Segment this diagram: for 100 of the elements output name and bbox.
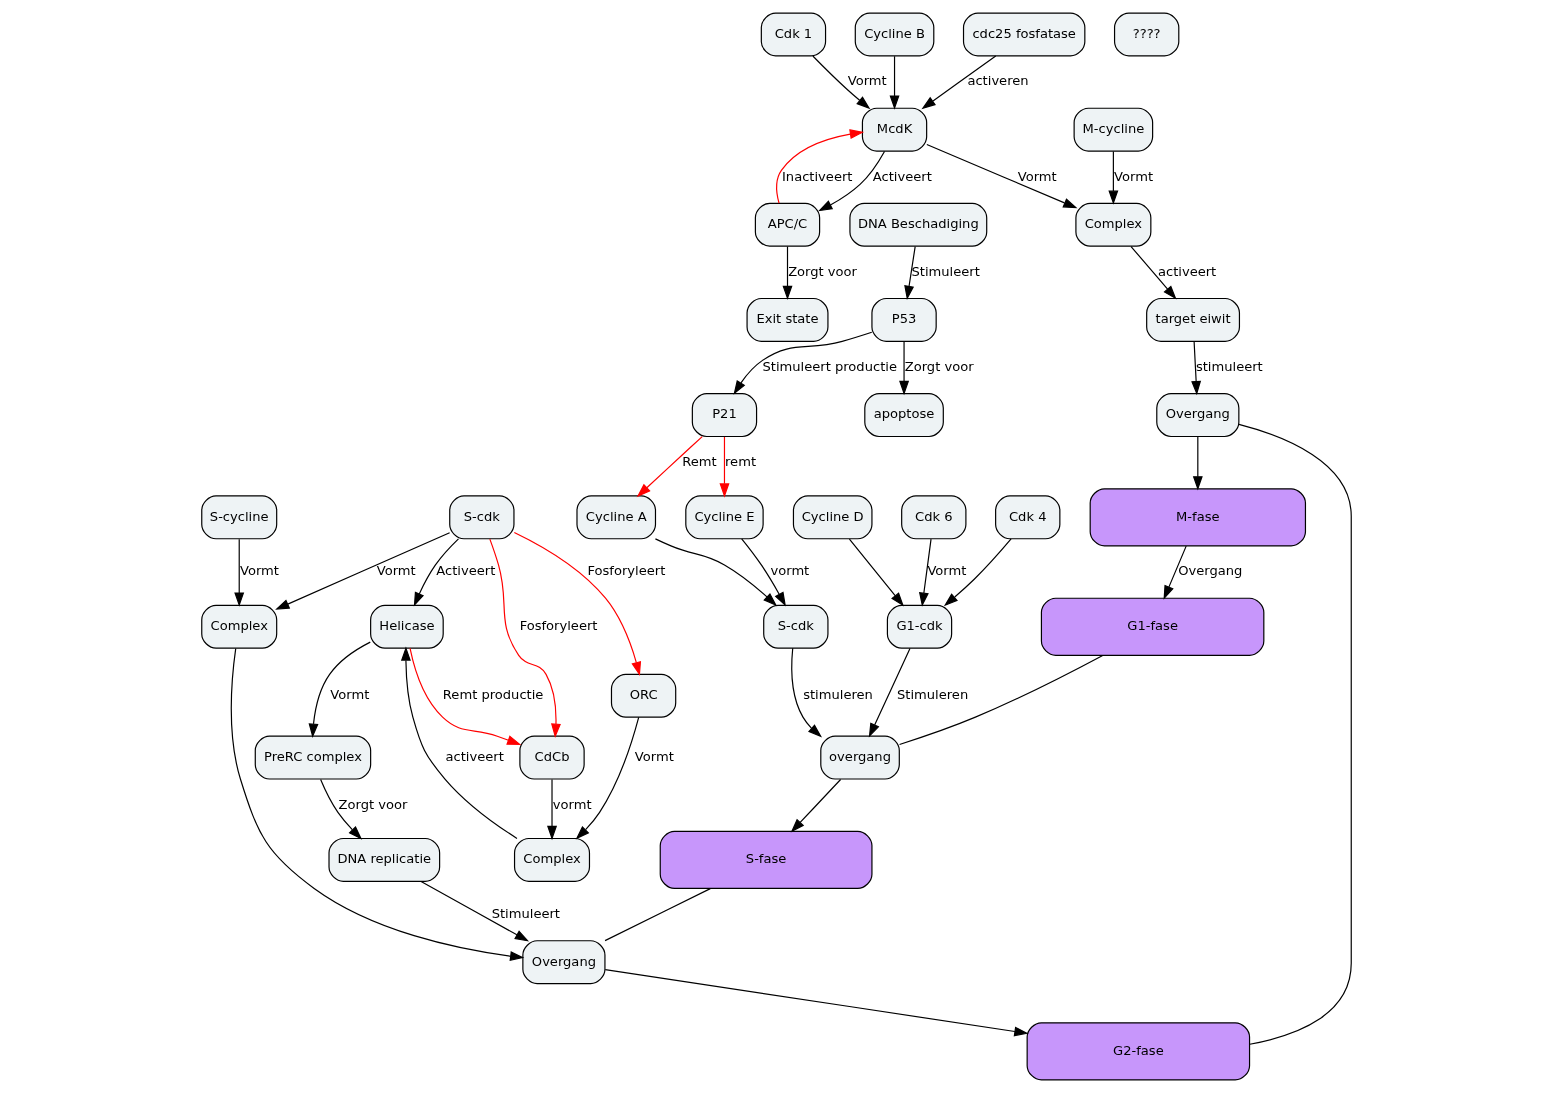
connector — [604, 888, 711, 942]
node-box: cdc25 fosfatase — [962, 12, 1086, 57]
arrow — [636, 436, 703, 498]
arrow — [790, 778, 842, 833]
node-box: PreRC complex — [254, 735, 372, 780]
edge-label: Vormt — [634, 748, 674, 764]
node-box: G1-fase — [1040, 597, 1265, 656]
edge-label: activeert — [1157, 263, 1217, 279]
arrow — [230, 647, 525, 962]
edge-label: Vormt — [847, 73, 887, 89]
arrow — [1192, 436, 1203, 491]
node-box: Helicase — [370, 604, 444, 649]
arrow — [818, 150, 886, 212]
edge-label: Zorgt voor — [904, 358, 974, 374]
edge-label: remt — [725, 453, 757, 469]
node-box: Cdk 4 — [995, 495, 1061, 540]
edge-label: vormt — [552, 796, 592, 812]
node-box: target eiwit — [1146, 297, 1241, 342]
arrow — [921, 55, 997, 110]
node-box: Exit state — [746, 297, 829, 342]
arrow — [741, 538, 786, 607]
arrow — [234, 538, 245, 607]
arrow — [1130, 245, 1177, 300]
edge-label: activeren — [967, 73, 1029, 89]
edge-label: Vormt — [330, 687, 370, 703]
edge-label: Vormt — [239, 563, 279, 579]
arrow — [409, 647, 522, 745]
node-box: Cycline A — [576, 495, 657, 540]
edge-label: Stimuleert — [491, 905, 561, 921]
arrow — [513, 531, 642, 676]
edge-label: Vormt — [1114, 168, 1154, 184]
node-box: APC/C — [754, 202, 821, 247]
edge-label: Activeert — [436, 563, 496, 579]
arrow — [889, 55, 900, 110]
arrow — [547, 778, 557, 841]
edge-label: Stimuleren — [897, 687, 969, 703]
edge-label: Vormt — [927, 563, 967, 579]
node-box: M-fase — [1089, 488, 1307, 547]
node-box: McdK — [861, 107, 928, 152]
arrow — [604, 969, 1029, 1037]
connector — [1238, 423, 1352, 1045]
node-box: S-fase — [659, 830, 873, 890]
node-box: apoptose — [864, 393, 944, 438]
arrow — [654, 538, 778, 607]
node-box: Cycline B — [854, 12, 935, 57]
edge-label: activeert — [445, 748, 504, 764]
node-box: Cycline D — [792, 495, 873, 540]
arrow — [791, 647, 823, 738]
arrow — [733, 331, 873, 395]
edge-label: Activeert — [872, 168, 932, 184]
edge-label: vormt — [770, 563, 810, 579]
node-box: G2-fase — [1026, 1022, 1251, 1081]
edge-label: Zorgt voor — [788, 263, 857, 279]
node-box: S-cdk — [763, 604, 829, 649]
edge-label: Remt — [682, 453, 717, 469]
arrow — [489, 538, 561, 738]
edge-label: Remt productie — [442, 687, 544, 703]
edge-label: Zorgt voor — [338, 796, 408, 812]
arrow — [782, 245, 793, 301]
node-box: overgang — [820, 735, 900, 780]
edge-label: stimuleert — [1195, 358, 1263, 374]
node-box: DNA replicatie — [328, 837, 441, 882]
arrow — [1163, 545, 1187, 600]
node-box: Cycline E — [685, 495, 764, 540]
edge-label: Vormt — [1017, 168, 1057, 184]
node-box: ORC — [610, 673, 677, 718]
node-box: DNA Beschadiging — [849, 202, 988, 247]
arrow — [1191, 341, 1202, 396]
node-box: Overgang — [1156, 393, 1240, 438]
arrow — [275, 532, 451, 610]
arrow — [413, 538, 460, 607]
node-box: S-cycline — [201, 495, 278, 540]
arrow — [918, 538, 932, 607]
edge-label: Stimuleert — [911, 263, 980, 279]
edge-label: Fosforyleert — [519, 618, 598, 634]
arrow — [400, 646, 518, 839]
arrow — [848, 538, 904, 607]
node-box: P53 — [871, 297, 937, 342]
connector — [898, 654, 1104, 746]
edge-label: stimuleren — [803, 687, 873, 703]
arrow — [904, 245, 916, 300]
node-box: P21 — [691, 393, 758, 438]
node-box: Complex — [1075, 202, 1152, 247]
node-box: S-cdk — [449, 495, 515, 540]
arrow — [943, 538, 1012, 607]
node-box: Overgang — [522, 940, 606, 985]
edge-label: Overgang — [1178, 563, 1243, 579]
node-box: ???? — [1113, 12, 1180, 57]
node-box: Cdk 6 — [901, 495, 967, 540]
node-box: Complex — [513, 837, 591, 882]
arrow — [1108, 150, 1119, 205]
arrow — [719, 436, 730, 498]
node-box: M-cycline — [1073, 107, 1154, 152]
edge-label: Inactiveert — [782, 168, 853, 184]
arrow — [420, 880, 530, 942]
arrow — [926, 143, 1078, 209]
arrow — [868, 648, 911, 738]
edge-label: Vormt — [376, 563, 416, 579]
arrow — [776, 129, 865, 204]
edge-label: Fosforyleert — [587, 563, 666, 579]
